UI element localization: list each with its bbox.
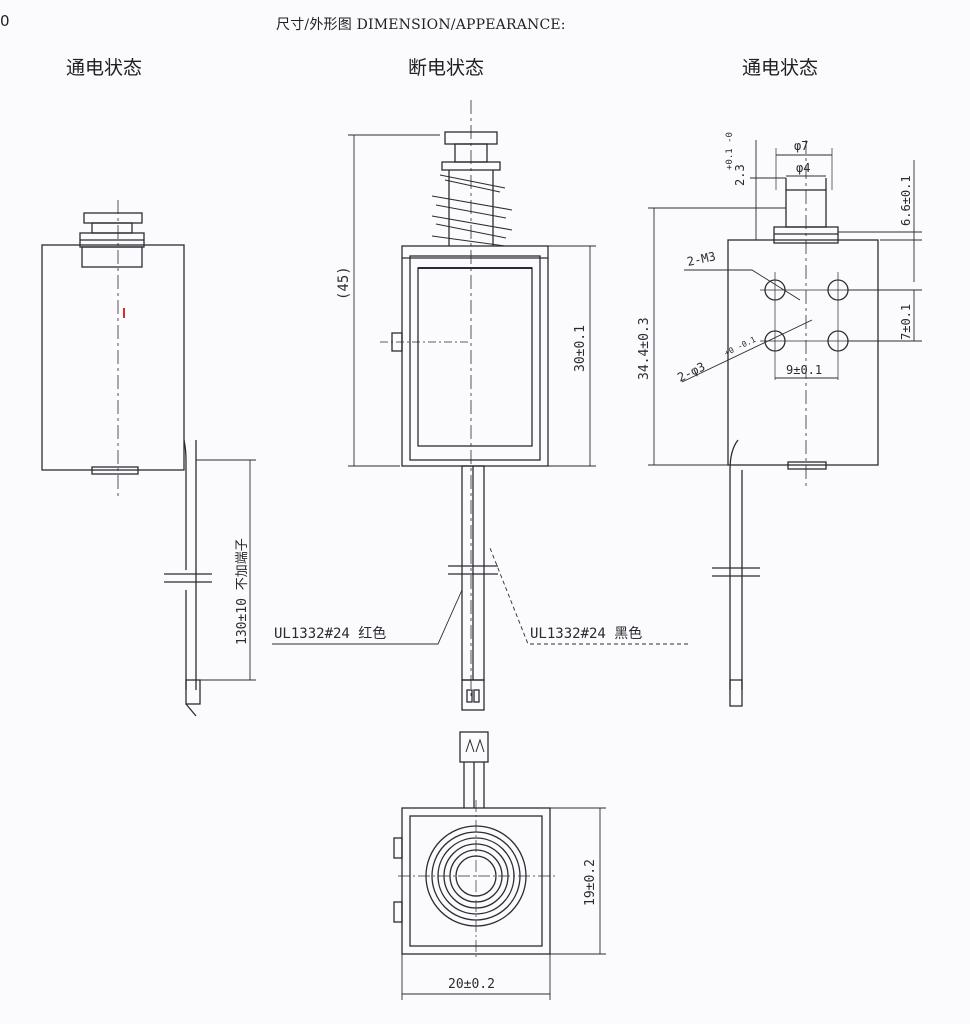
center-frame-outline (401, 245, 549, 467)
right-view (648, 140, 922, 707)
center-coil-window (417, 267, 533, 447)
dim-screw-m3: 2-M3 (686, 249, 717, 269)
dim-stroke: 6.6±0.1 (899, 175, 913, 226)
dim-plunger-2-3: 2.3 (733, 164, 747, 186)
dim-overall-length: (45) (336, 266, 352, 300)
dim-phi4: φ4 (796, 161, 810, 175)
wire-red-label: UL1332#24 红色 (274, 625, 386, 642)
page-number: 0 (0, 12, 10, 30)
dim-overall-34-4: 34.4±0.3 (637, 317, 652, 380)
left-view-title: 通电状态 (66, 57, 143, 79)
dim-lead-length: 130±10 不加端子 (235, 538, 250, 645)
dim-bottom-height: 19±0.2 (583, 859, 598, 906)
dim-bottom-width: 20±0.2 (448, 977, 495, 992)
left-view (41, 200, 256, 717)
center-view (272, 100, 688, 711)
dim-plunger-tolerance: +0.1 -0 (725, 132, 735, 170)
dim-pin-hole: 2-φ3 (675, 359, 707, 384)
left-body-outline (41, 244, 185, 471)
drawing-header: 尺寸/外形图 DIMENSION/APPEARANCE: (276, 17, 566, 33)
dim-body-height: 30±0.1 (573, 325, 588, 372)
wire-black-label: UL1332#24 黑色 (530, 625, 642, 642)
center-view-title: 断电状态 (408, 57, 485, 79)
right-view-title: 通电状态 (742, 57, 819, 79)
right-body-outline (727, 239, 879, 466)
dim-pitch-9: 9±0.1 (786, 363, 822, 377)
dim-pitch-7: 7±0.1 (899, 304, 913, 340)
dim-phi7: φ7 (794, 139, 808, 153)
bottom-view (393, 731, 606, 1000)
